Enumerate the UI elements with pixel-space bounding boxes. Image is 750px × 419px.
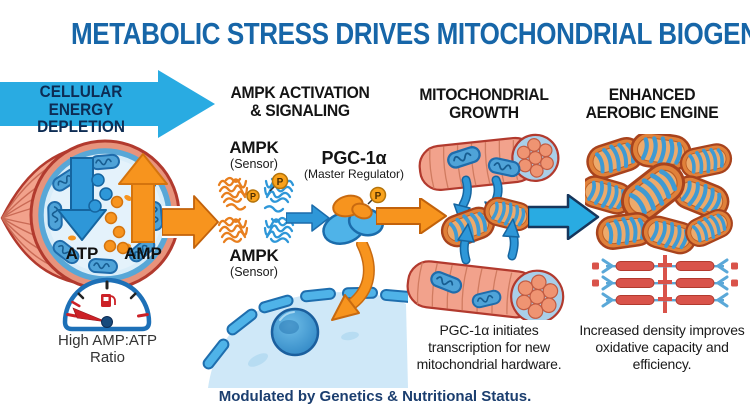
mitochondria-cluster — [585, 134, 737, 258]
svg-text:P: P — [375, 191, 382, 202]
atp-label: ATP — [66, 244, 99, 263]
ampk-protein-complex: P P — [217, 172, 295, 244]
cellular-energy-banner-arrow-icon — [0, 70, 215, 138]
transcription-arrow-icon — [331, 242, 375, 321]
header-mitochondrial-growth: MITOCHONDRIAL GROWTH — [419, 86, 549, 123]
gauge-needle — [72, 307, 113, 328]
flow-arrow-2-icon — [286, 204, 330, 232]
ampk-bottom-label: AMPK (Sensor) — [229, 246, 279, 279]
banner-cellular-energy-depletion: CELLULAR ENERGY DEPLETION — [0, 83, 162, 137]
gauge-label: High AMP:ATP Ratio — [58, 332, 157, 367]
sarcomere-diagram — [592, 255, 738, 313]
muscle-fiber-top — [418, 133, 560, 191]
fuel-gauge-icon — [62, 277, 152, 332]
cell-cross-section: ATP AMP — [29, 139, 181, 291]
caption-mitochondrial-growth: PGC-1α initiates transcription for new m… — [416, 322, 562, 373]
footer-note: Modulated by Genetics & Nutritional Stat… — [218, 388, 532, 405]
flow-arrow-4-icon — [528, 194, 600, 240]
header-enhanced-aerobic-engine: ENHANCED AEROBIC ENGINE — [585, 86, 719, 123]
phosphate-badge: P — [246, 189, 260, 203]
division-arrows-bottom — [457, 218, 520, 265]
svg-text:P: P — [250, 192, 256, 202]
mitochondrial-growth-illustration — [406, 133, 565, 320]
caption-aerobic-engine: Increased density improves oxidative cap… — [579, 322, 745, 373]
ampk-top-label: AMPK (Sensor) — [229, 138, 279, 171]
fuel-pump-icon — [101, 294, 116, 307]
svg-text:P: P — [277, 177, 284, 188]
pgc1a-label: PGC-1α (Master Regulator) — [303, 148, 405, 181]
page-title: METABOLIC STRESS DRIVES MITOCHONDRIAL BI… — [70, 16, 750, 51]
phosphate-badge: P — [269, 172, 289, 192]
cell-nucleus-illustration — [202, 286, 408, 388]
atp-down-arrow-icon — [57, 157, 113, 241]
amp-label: AMP — [124, 244, 162, 263]
nucleus — [270, 307, 320, 357]
banner-line1: CELLULAR ENERGY — [39, 83, 123, 119]
pgc1a-molecule: P — [322, 186, 387, 245]
phosphate-badge: P — [367, 186, 387, 205]
muscle-fiber-cell-illustration: ATP AMP — [0, 139, 181, 291]
muscle-fiber-bottom — [406, 260, 565, 320]
amp-up-arrow-icon — [103, 153, 168, 255]
header-ampk-activation: AMPK ACTIVATION & SIGNALING — [230, 84, 370, 121]
flow-arrow-3-icon — [376, 198, 447, 234]
flow-arrow-1-icon — [162, 194, 221, 251]
banner-line2: DEPLETION — [37, 118, 125, 137]
